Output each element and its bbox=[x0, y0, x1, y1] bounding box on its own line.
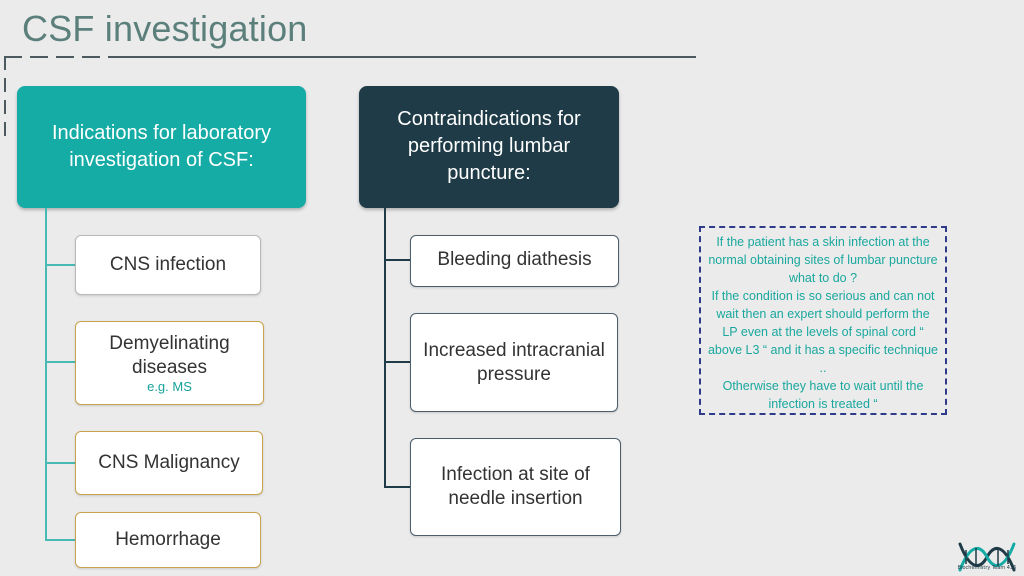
contraindications-connector-vertical bbox=[384, 208, 386, 488]
connector-icp bbox=[384, 361, 410, 363]
indication-label: Demyelinating diseases bbox=[109, 333, 230, 378]
left-margin-dashed-line bbox=[4, 56, 6, 136]
indication-label: CNS Malignancy bbox=[98, 452, 240, 473]
connector-hemorrhage bbox=[45, 539, 75, 541]
contraindication-infection-site: Infection at site of needle insertion bbox=[410, 438, 621, 536]
slide-title: CSF investigation bbox=[22, 8, 308, 49]
contraindication-label: Infection at site of needle insertion bbox=[441, 464, 590, 509]
lumbar-puncture-note: If the patient has a skin infection at t… bbox=[699, 226, 947, 415]
indication-demyelinating: Demyelinating diseases e.g. MS bbox=[75, 321, 264, 405]
indication-cns-malignancy: CNS Malignancy bbox=[75, 431, 263, 495]
indication-hemorrhage: Hemorrhage bbox=[75, 512, 261, 568]
contraindications-header: Contraindications for performing lumbar … bbox=[359, 86, 619, 208]
title-underline-dashed bbox=[4, 56, 108, 58]
contraindications-header-text: Contraindications for performing lumbar … bbox=[397, 108, 581, 184]
indication-example: e.g. MS bbox=[147, 379, 192, 394]
note-line: Otherwise they have to wait until the in… bbox=[722, 379, 924, 411]
contraindication-label: Increased intracranial pressure bbox=[423, 340, 605, 385]
indications-connector-vertical bbox=[45, 208, 47, 540]
indication-label: CNS infection bbox=[109, 254, 227, 275]
indications-header-text: Indications for laboratory investigation… bbox=[51, 122, 271, 171]
note-line: If the condition is so serious and can n… bbox=[707, 289, 938, 375]
indication-cns-infection: CNS infection bbox=[75, 235, 261, 295]
contraindication-bleeding: Bleeding diathesis bbox=[410, 235, 619, 287]
connector-malignancy bbox=[45, 462, 75, 464]
dna-helix-icon bbox=[958, 542, 1016, 572]
connector-bleeding bbox=[384, 259, 410, 261]
contraindication-label: Bleeding diathesis bbox=[437, 249, 592, 270]
title-underline bbox=[108, 56, 696, 58]
connector-infection-site bbox=[384, 486, 410, 488]
indications-header: Indications for laboratory investigation… bbox=[17, 86, 306, 208]
contraindication-icp: Increased intracranial pressure bbox=[410, 313, 618, 412]
note-line: If the patient has a skin infection at t… bbox=[708, 235, 938, 285]
connector-cns-infection bbox=[45, 264, 75, 266]
logo-text: Biochemistry Team 436 bbox=[957, 565, 1017, 571]
connector-demyelinating bbox=[45, 361, 75, 363]
indication-label: Hemorrhage bbox=[115, 529, 221, 550]
